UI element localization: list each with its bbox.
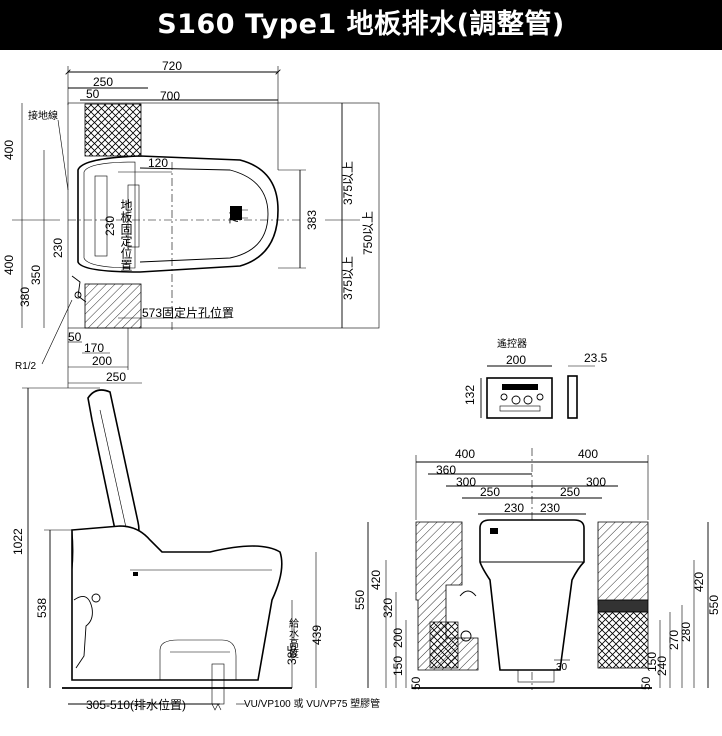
remote-thickness: 23.5	[584, 351, 608, 365]
ground-wire-label: 接地線	[28, 109, 58, 122]
dim-230-left: 230	[51, 238, 65, 258]
remote-width: 200	[506, 353, 526, 367]
dim-375-bottom: 375以上	[341, 256, 355, 300]
dim-250-right-front: 250	[560, 485, 580, 499]
dim-320: 320	[381, 598, 395, 618]
dim-400-bottom: 400	[2, 255, 16, 275]
dim-250-left-front: 250	[480, 485, 500, 499]
dim-538: 538	[35, 598, 49, 618]
floor-fixing-note: 地板固定位置	[119, 199, 133, 271]
dim-170: 170	[84, 341, 104, 355]
drain-position-range: 305-510(排水位置)	[86, 697, 186, 712]
dim-30: 30	[556, 662, 568, 673]
dim-250-bottom: 250	[106, 370, 126, 384]
dim-50-top: 50	[86, 87, 100, 101]
dim-383: 383	[305, 210, 319, 230]
dim-550-right: 550	[707, 595, 721, 615]
dim-750: 750以上	[361, 211, 375, 255]
dim-50-bottom: 50	[68, 330, 82, 344]
dim-439: 439	[310, 625, 324, 645]
dim-420-left: 420	[369, 570, 383, 590]
dim-150-right: 150	[645, 652, 659, 672]
fixing-hole-label: 573固定片孔位置	[142, 305, 234, 320]
dim-250-top: 250	[93, 75, 113, 89]
front-view: 400 400 360 300 300 250 250 230 230 550 …	[353, 447, 721, 690]
dim-360: 360	[436, 463, 456, 477]
remote-label: 遙控器	[497, 337, 527, 350]
dim-230-inner: 230	[103, 216, 117, 236]
dim-50-right-front: 50	[639, 676, 653, 690]
dim-380: 380	[18, 287, 32, 307]
technical-drawing: 720 250 50 700 接地線 400 400 350 380 230 1…	[2, 59, 721, 712]
remote-control: 遙控器 200 132 23.5	[463, 337, 608, 419]
dim-280: 280	[679, 622, 693, 642]
pipe-size-label: R1/2	[15, 361, 37, 372]
page-title: S160 Type1 地板排水(調整管)	[0, 0, 722, 50]
dim-700: 700	[160, 89, 180, 103]
dim-400-left: 400	[455, 447, 475, 461]
dim-240: 240	[655, 656, 669, 676]
dim-150-left: 150	[391, 656, 405, 676]
side-view: 1022 538 385 給水高度 439 305-510(排水位置) VU/V…	[11, 387, 380, 712]
dim-230-left-front: 230	[504, 501, 524, 515]
dim-270: 270	[667, 630, 681, 650]
dim-400-right: 400	[578, 447, 598, 461]
dim-50-left-front: 50	[409, 676, 423, 690]
dim-720: 720	[162, 59, 182, 73]
dim-385: 385	[285, 645, 299, 665]
dim-400-top: 400	[2, 140, 16, 160]
dim-375-top: 375以上	[341, 161, 355, 205]
top-view: 720 250 50 700 接地線 400 400 350 380 230 1…	[2, 59, 380, 388]
dim-420-right: 420	[692, 572, 706, 592]
dim-300-left: 300	[456, 475, 476, 489]
dim-350: 350	[29, 265, 43, 285]
dim-230-right-front: 230	[540, 501, 560, 515]
dim-550-left: 550	[353, 590, 367, 610]
dim-300-right: 300	[586, 475, 606, 489]
dim-200: 200	[92, 354, 112, 368]
dim-120: 120	[148, 156, 168, 170]
dim-200-front: 200	[391, 628, 405, 648]
water-supply-height-note: 給水高度	[287, 617, 299, 659]
remote-height: 132	[463, 385, 477, 405]
dim-1022: 1022	[11, 528, 25, 555]
dim-74: 74	[227, 210, 241, 224]
pipe-spec-note: VU/VP100 或 VU/VP75 塑膠管	[244, 697, 380, 710]
